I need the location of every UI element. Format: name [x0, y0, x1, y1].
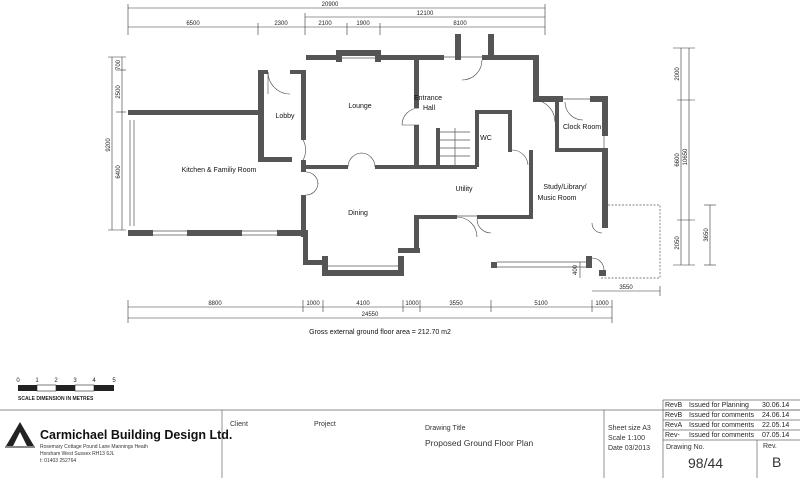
scale-caption: SCALE DIMENSION IN METRES: [18, 396, 94, 402]
drawing-no-label: Drawing No.: [666, 444, 705, 451]
dim-porch-width: 3550: [619, 285, 633, 291]
dim-bottom-seg: 1000: [405, 301, 419, 307]
revision-code: RevB: [665, 402, 683, 409]
date: Date 03/2013: [608, 445, 651, 452]
dim-top-seg: 2300: [274, 21, 288, 27]
dim-right-seg: 2000: [675, 67, 681, 81]
revision-code: RevB: [665, 412, 683, 419]
company-name: Carmichael Building Design Ltd.: [40, 428, 233, 442]
rev-value: B: [772, 454, 782, 470]
room-label-dining: Dining: [348, 210, 368, 217]
scale-tick: 5: [112, 378, 116, 384]
dim-top-seg: 8100: [453, 21, 467, 27]
dim-right-seg: 2050: [675, 236, 681, 250]
dimension-labels: 20900 12100 6500 2300 2100 1900 8100 700…: [106, 2, 710, 318]
dim-bottom-seg: 4100: [356, 301, 370, 307]
drawing-title-label: Drawing Title: [425, 425, 466, 432]
revision-row: RevB Issued for Planning 30.06.14: [663, 401, 800, 411]
dim-bottom-seg: 3550: [449, 301, 463, 307]
dim-right-seg: 6600: [675, 153, 681, 167]
dimension-lines: [108, 4, 716, 323]
revision-desc: Issued for Planning: [689, 402, 749, 409]
revision-date: 24.06.14: [762, 412, 790, 419]
dim-top-mid: 12100: [417, 11, 434, 17]
scale-tick: 4: [92, 378, 96, 384]
scale-bar: 0 1 2 3 4 5 SCALE DIMENSION IN METRES: [16, 378, 116, 402]
revision-desc: Issued for comments: [689, 412, 754, 419]
room-label-entrance: Entrance: [414, 95, 442, 102]
room-labels: Kitchen & Familiy Room Lobby Lounge Entr…: [182, 95, 602, 217]
scale: Scale 1:100: [608, 435, 645, 442]
dim-left-seg: 2500: [116, 85, 122, 99]
door-swings: [267, 59, 605, 271]
revision-desc: Issued for comments: [689, 432, 754, 439]
dim-left-seg: 700: [116, 59, 122, 70]
room-label-lobby: Lobby: [275, 113, 295, 120]
room-label-kitchen: Kitchen & Familiy Room: [182, 167, 257, 174]
revision-date: 30.06.14: [762, 402, 790, 409]
dim-bottom-seg: 1000: [306, 301, 320, 307]
scale-tick: 1: [35, 378, 39, 384]
area-note: Gross external ground floor area = 212.7…: [309, 329, 451, 336]
dim-bottom-total: 24550: [362, 312, 379, 318]
dim-porch-depth: 400: [573, 264, 579, 275]
dim-left-seg: 6400: [116, 165, 122, 179]
drawing-title: Proposed Ground Floor Plan: [425, 438, 534, 448]
revision-code: Rev-: [665, 432, 680, 439]
revision-row: RevA Issued for comments 22.05.14: [663, 421, 800, 431]
company-address-1: Rosemary Cottage Pound Lane Mannings Hea…: [40, 444, 148, 450]
dim-top-seg: 1900: [356, 21, 370, 27]
title-block-frame: [0, 399, 800, 478]
dim-bottom-seg: 1000: [595, 301, 609, 307]
sheet-size: Sheet size A3: [608, 425, 651, 432]
window-lines: [129, 56, 661, 279]
revision-row: Rev- Issued for comments 07.05.14: [663, 431, 800, 441]
company-logo: [5, 422, 35, 448]
dim-top-seg: 2100: [318, 21, 332, 27]
dim-bottom-seg: 5100: [534, 301, 548, 307]
revision-code: RevA: [665, 422, 683, 429]
client-label: Client: [230, 421, 248, 428]
dim-overall-top: 20900: [322, 2, 339, 8]
dim-bottom-seg: 8800: [208, 301, 222, 307]
scale-tick: 2: [54, 378, 58, 384]
revision-date: 07.05.14: [762, 432, 790, 439]
room-label-lounge: Lounge: [348, 103, 371, 110]
rev-label: Rev.: [763, 443, 777, 450]
dim-left-total: 9200: [106, 138, 112, 152]
project-label: Project: [314, 421, 336, 428]
walls: [128, 34, 608, 276]
room-label-utility: Utility: [455, 186, 473, 193]
dim-right-total: 10650: [683, 148, 689, 165]
scale-tick: 0: [16, 378, 20, 384]
revision-row: RevB Issued for comments 24.06.14: [663, 411, 800, 421]
room-label-wc: WC: [480, 135, 492, 142]
company-phone: t: 01403 252764: [40, 458, 77, 464]
dim-top-seg: 6500: [186, 21, 200, 27]
revision-date: 22.05.14: [762, 422, 790, 429]
room-label-study: Study/Library/: [543, 184, 586, 191]
drawing-no: 98/44: [688, 455, 724, 471]
room-label-hall: Hall: [423, 105, 436, 112]
company-address-2: Horsham West Sussex RH13 6JL: [40, 451, 115, 457]
dim-right-small: 3650: [704, 228, 710, 242]
scale-tick: 3: [73, 378, 77, 384]
revision-desc: Issued for comments: [689, 422, 754, 429]
room-label-music: Music Room: [538, 195, 577, 202]
room-label-cloak-room: Clock Room: [563, 124, 601, 131]
